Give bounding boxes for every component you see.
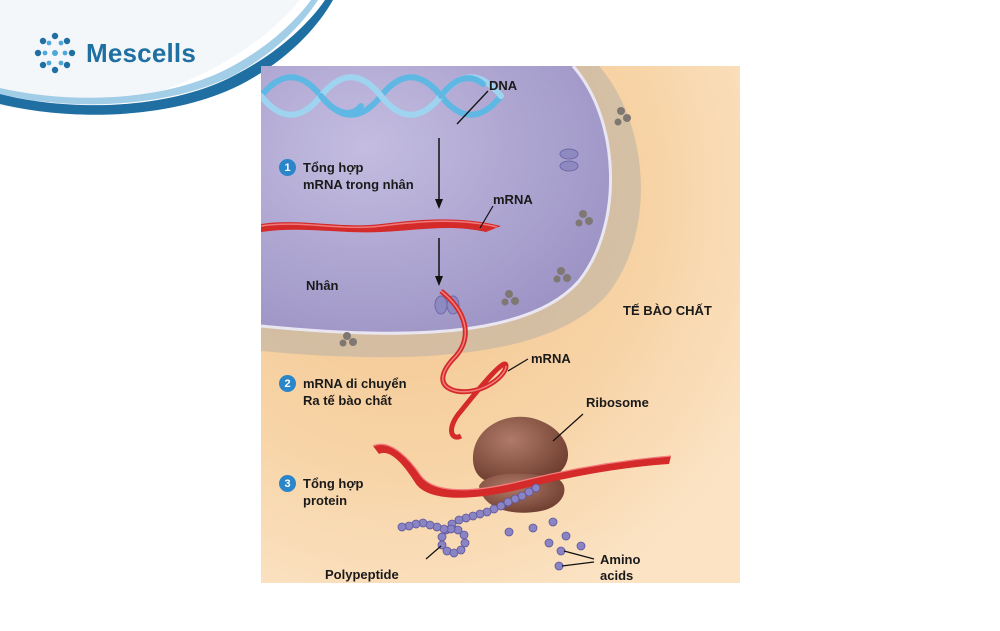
step-2: 2 mRNA di chuyển Ra tế bào chất [279, 375, 407, 409]
ribosome-label: Ribosome [586, 395, 649, 410]
diagram-artwork [261, 66, 740, 583]
step-1-line1: Tổng hợp [303, 160, 364, 175]
mescells-logo-icon [34, 32, 76, 74]
brand-name: Mescells [86, 37, 197, 68]
cytoplasm-label: TẾ BÀO CHẤT [623, 303, 712, 318]
step-1-line2: mRNA trong nhân [303, 177, 414, 192]
brand-logo[interactable]: Mescells [34, 32, 196, 74]
step-3-number: 3 [279, 475, 296, 492]
step-3: 3 Tổng hợp protein [279, 475, 364, 509]
nucleus-label: Nhân [306, 278, 339, 293]
step-2-line2: Ra tế bào chất [303, 393, 392, 408]
polypeptide-label: Polypeptide [325, 567, 399, 582]
step-2-line1: mRNA di chuyển [303, 376, 407, 391]
amino-acids-label-line2: acids [600, 568, 634, 583]
step-3-line1: Tổng hợp [303, 476, 364, 491]
amino-acids-label-line1: Amino [600, 552, 641, 567]
step-2-number: 2 [279, 375, 296, 392]
mrna-nucleus-label: mRNA [493, 192, 533, 207]
mrna-cytoplasm-label: mRNA [531, 351, 571, 366]
step-1: 1 Tổng hợp mRNA trong nhân [279, 159, 414, 193]
step-1-number: 1 [279, 159, 296, 176]
dna-label: DNA [489, 78, 518, 93]
step-3-line2: protein [303, 493, 348, 508]
ribosome-shape [472, 416, 569, 484]
protein-synthesis-diagram: DNA mRNA Nhân TẾ BÀO CHẤT mRNA Ribosome … [261, 66, 740, 583]
